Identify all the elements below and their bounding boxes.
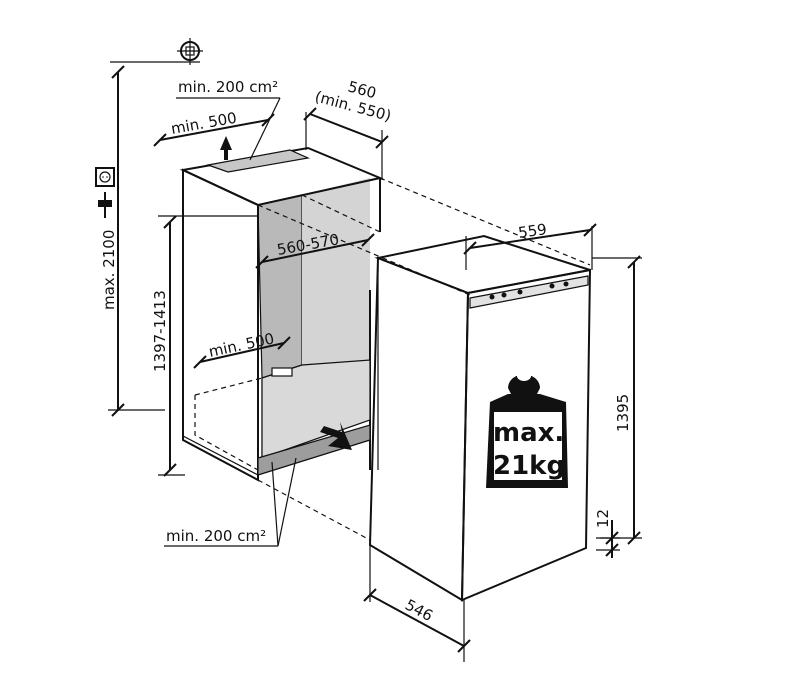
- plinth-height-label: 12: [594, 509, 612, 528]
- weight-label-line1: max.: [493, 418, 564, 448]
- bottom-vent-depth-dimension: [193, 336, 293, 377]
- top-vent-depth-dimension: [153, 113, 275, 147]
- top-vent-depth-label: min. 500: [170, 109, 239, 138]
- power-socket-icon: [95, 167, 115, 187]
- weight-label-line2: 21kg: [493, 451, 565, 481]
- niche-cabinet: [179, 146, 384, 482]
- appliance-height-label: 1395: [614, 394, 632, 432]
- max-height-label: max. 2100: [100, 230, 118, 310]
- weight-icon: [486, 371, 568, 488]
- plinth-height-dimension: [596, 520, 620, 558]
- power-plug-icon: [98, 192, 112, 218]
- top-vent-area-label: min. 200 cm²: [178, 78, 278, 96]
- airflow-arrow-icon: [220, 136, 352, 450]
- bottom-vent-area-label: min. 200 cm²: [166, 527, 266, 545]
- appliance-width-dimension: [463, 223, 597, 270]
- appliance-depth-dimension: [363, 545, 471, 662]
- appliance: [368, 234, 592, 602]
- niche-width-dimension: [303, 107, 389, 180]
- appliance-width-label: 559: [517, 220, 548, 242]
- niche-height-label: 1397-1413: [151, 290, 169, 372]
- niche-height-dimension: [158, 215, 258, 477]
- max-height-dimension: [108, 61, 200, 417]
- crosshair-icon: [177, 38, 203, 65]
